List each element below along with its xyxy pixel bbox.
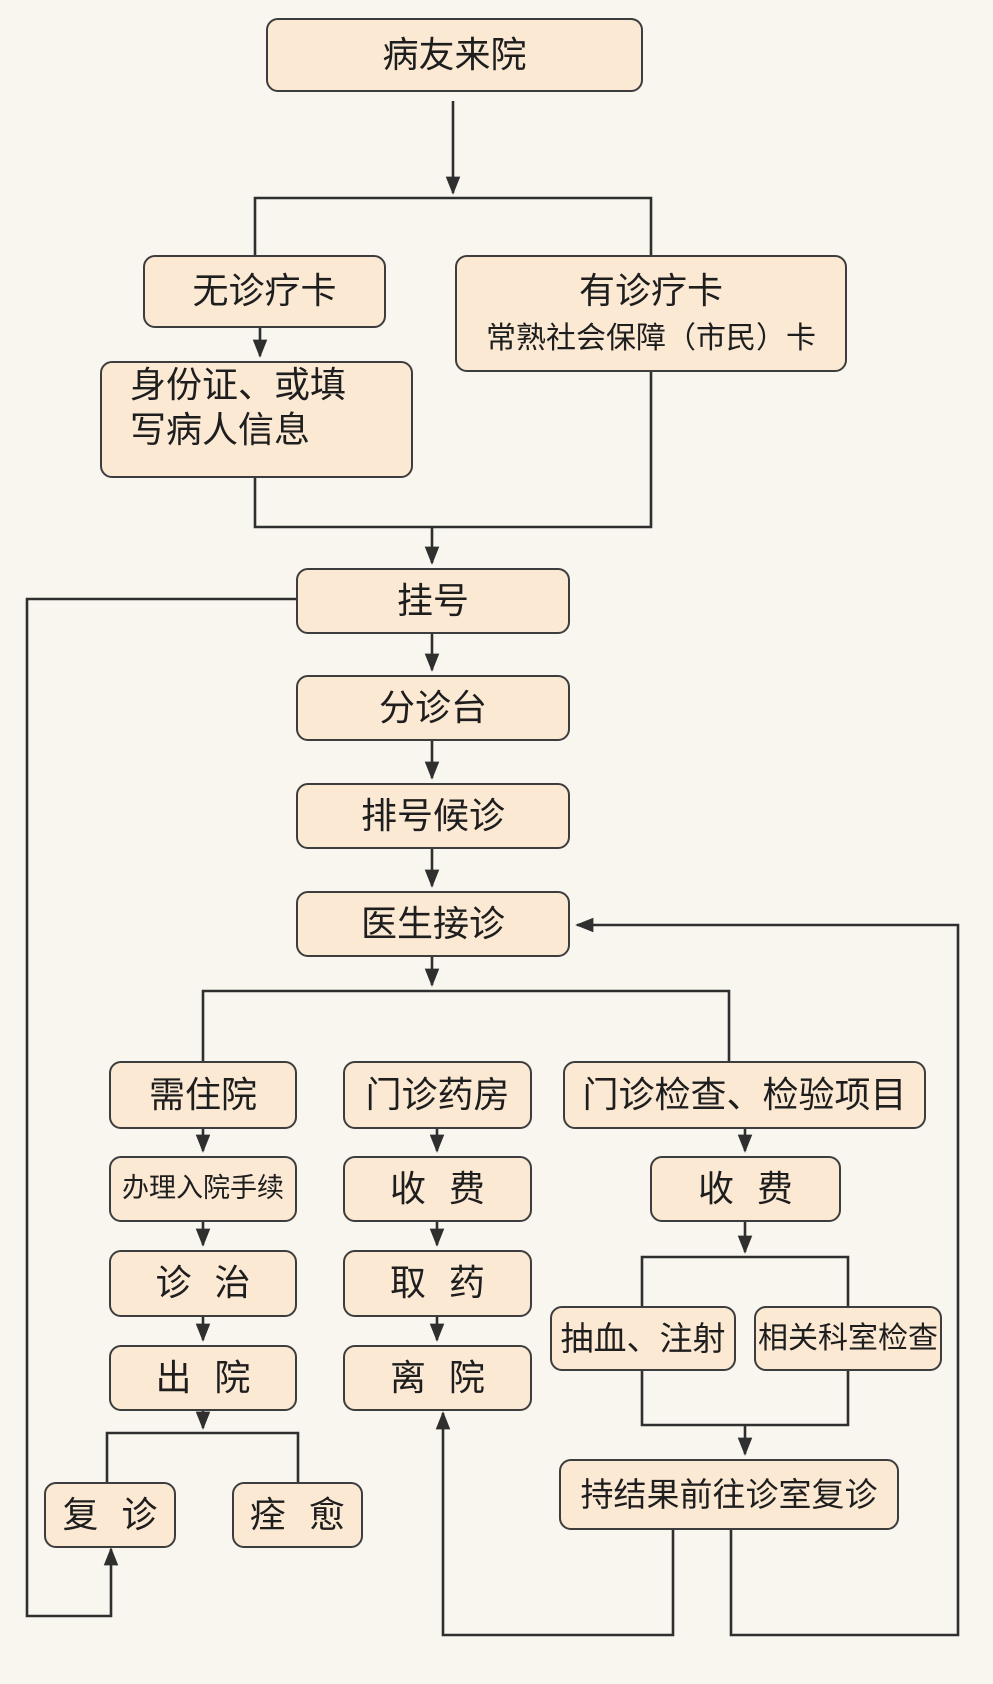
node-patient-arrival-label: 病友来院 — [382, 34, 527, 76]
node-triage: 分诊台 — [296, 675, 570, 741]
node-results-followup-label: 持结果前往诊室复诊 — [580, 1474, 878, 1514]
node-hospitalization: 需住院 — [109, 1061, 297, 1129]
node-id-info-line2: 写病人信息 — [130, 410, 311, 451]
node-pharmacy-fee-label: 收 费 — [390, 1168, 485, 1210]
node-registration: 挂号 — [296, 568, 570, 634]
node-discharge-label: 出 院 — [155, 1357, 251, 1399]
node-doctor-visit: 医生接诊 — [296, 891, 570, 957]
node-get-medicine: 取 药 — [343, 1250, 532, 1317]
node-dept-exam: 相关科室检查 — [754, 1306, 942, 1371]
node-follow-up: 复 诊 — [44, 1482, 176, 1548]
node-admission: 办理入院手续 — [109, 1156, 297, 1222]
node-registration-label: 挂号 — [396, 580, 469, 622]
node-treatment-label: 诊 治 — [155, 1263, 251, 1304]
node-admission-label: 办理入院手续 — [122, 1173, 284, 1205]
node-pharmacy-fee: 收 费 — [343, 1156, 532, 1222]
node-queue-label: 排号候诊 — [360, 795, 505, 837]
node-outpatient-exam-label: 门诊检查、检验项目 — [582, 1074, 907, 1116]
node-outpatient-pharmacy: 门诊药房 — [343, 1061, 532, 1129]
node-has-card: 有诊疗卡 常熟社会保障（市民）卡 — [455, 255, 847, 372]
node-outpatient-pharmacy-label: 门诊药房 — [365, 1074, 510, 1116]
node-id-info-line1: 身份证、或填 — [130, 365, 347, 406]
node-exam-fee-label: 收 费 — [698, 1168, 793, 1210]
node-doctor-visit-label: 医生接诊 — [360, 903, 505, 945]
node-treatment: 诊 治 — [109, 1250, 297, 1317]
node-recovered: 痊 愈 — [232, 1482, 363, 1548]
node-results-followup: 持结果前往诊室复诊 — [559, 1459, 899, 1530]
node-exam-fee: 收 费 — [650, 1156, 841, 1222]
node-has-card-line1: 有诊疗卡 — [578, 271, 723, 313]
node-no-card: 无诊疗卡 — [143, 255, 386, 328]
node-blood-injection-label: 抽血、注射 — [560, 1318, 726, 1358]
node-get-medicine-label: 取 药 — [390, 1263, 485, 1304]
node-no-card-label: 无诊疗卡 — [192, 271, 337, 312]
node-follow-up-label: 复 诊 — [62, 1494, 158, 1536]
node-triage-label: 分诊台 — [378, 687, 487, 729]
node-discharge: 出 院 — [109, 1345, 297, 1411]
node-patient-arrival: 病友来院 — [266, 18, 643, 92]
node-queue: 排号候诊 — [296, 783, 570, 849]
node-outpatient-exam: 门诊检查、检验项目 — [563, 1061, 926, 1129]
node-leave-hospital-label: 离 院 — [390, 1357, 485, 1399]
node-dept-exam-label: 相关科室检查 — [758, 1320, 938, 1356]
node-leave-hospital: 离 院 — [343, 1345, 532, 1411]
node-blood-injection: 抽血、注射 — [550, 1306, 736, 1371]
node-id-info: 身份证、或填 写病人信息 — [100, 361, 413, 478]
node-hospitalization-label: 需住院 — [148, 1074, 257, 1116]
node-has-card-line2: 常熟社会保障（市民）卡 — [486, 321, 816, 357]
node-recovered-label: 痊 愈 — [250, 1494, 345, 1536]
